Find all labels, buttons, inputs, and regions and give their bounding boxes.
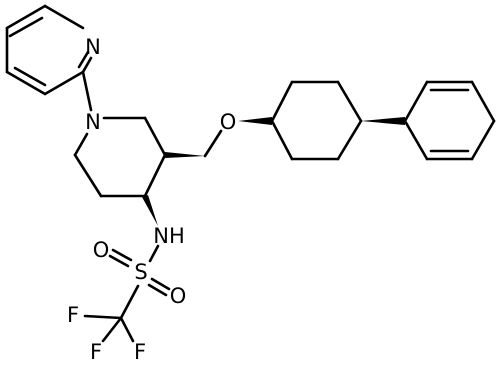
sulfonyl-right-double-bond [147,277,171,297]
wedge-bond-nh [142,195,158,226]
piperidine-ring [73,116,167,198]
sulfur-cf3-bond [119,284,140,320]
cf3-fluorine-top-bond [83,314,123,320]
fluorine-top-label: F [67,303,79,327]
cyclohexane-ring [270,80,363,161]
nh-sulfur-bond [148,244,160,263]
sulfonyl-oxygen-left-label: O [93,238,110,262]
wedge-bond-ether-cyclohexyl [238,117,272,125]
cf3-fluorine-bottom-right-bond [119,316,135,343]
ether-oxygen-label: O [220,110,237,134]
cf3-fluorine-bottom-left-bond [101,316,123,343]
pyridine-nitrogen-label: N [85,35,101,59]
sulfonyl-oxygen-right-label: O [170,284,187,308]
pyridine-ring [5,4,93,96]
sulfonyl-left-double-bond [108,248,133,268]
phenyl-ring [403,80,496,161]
fluorine-bottom-left-label: F [90,340,102,364]
wedge-bond-cyclohexyl-phenyl [361,117,405,125]
piperidine-nitrogen-label: N [85,110,101,134]
sulfur-label: S [134,260,147,284]
ch2-ether-bond [203,129,223,158]
wedge-bond-ch2 [165,152,205,158]
fluorine-bottom-right-label: F [134,340,146,364]
pyridine-piperidine-bond [81,70,93,112]
amide-nh-label: NH [153,224,185,248]
